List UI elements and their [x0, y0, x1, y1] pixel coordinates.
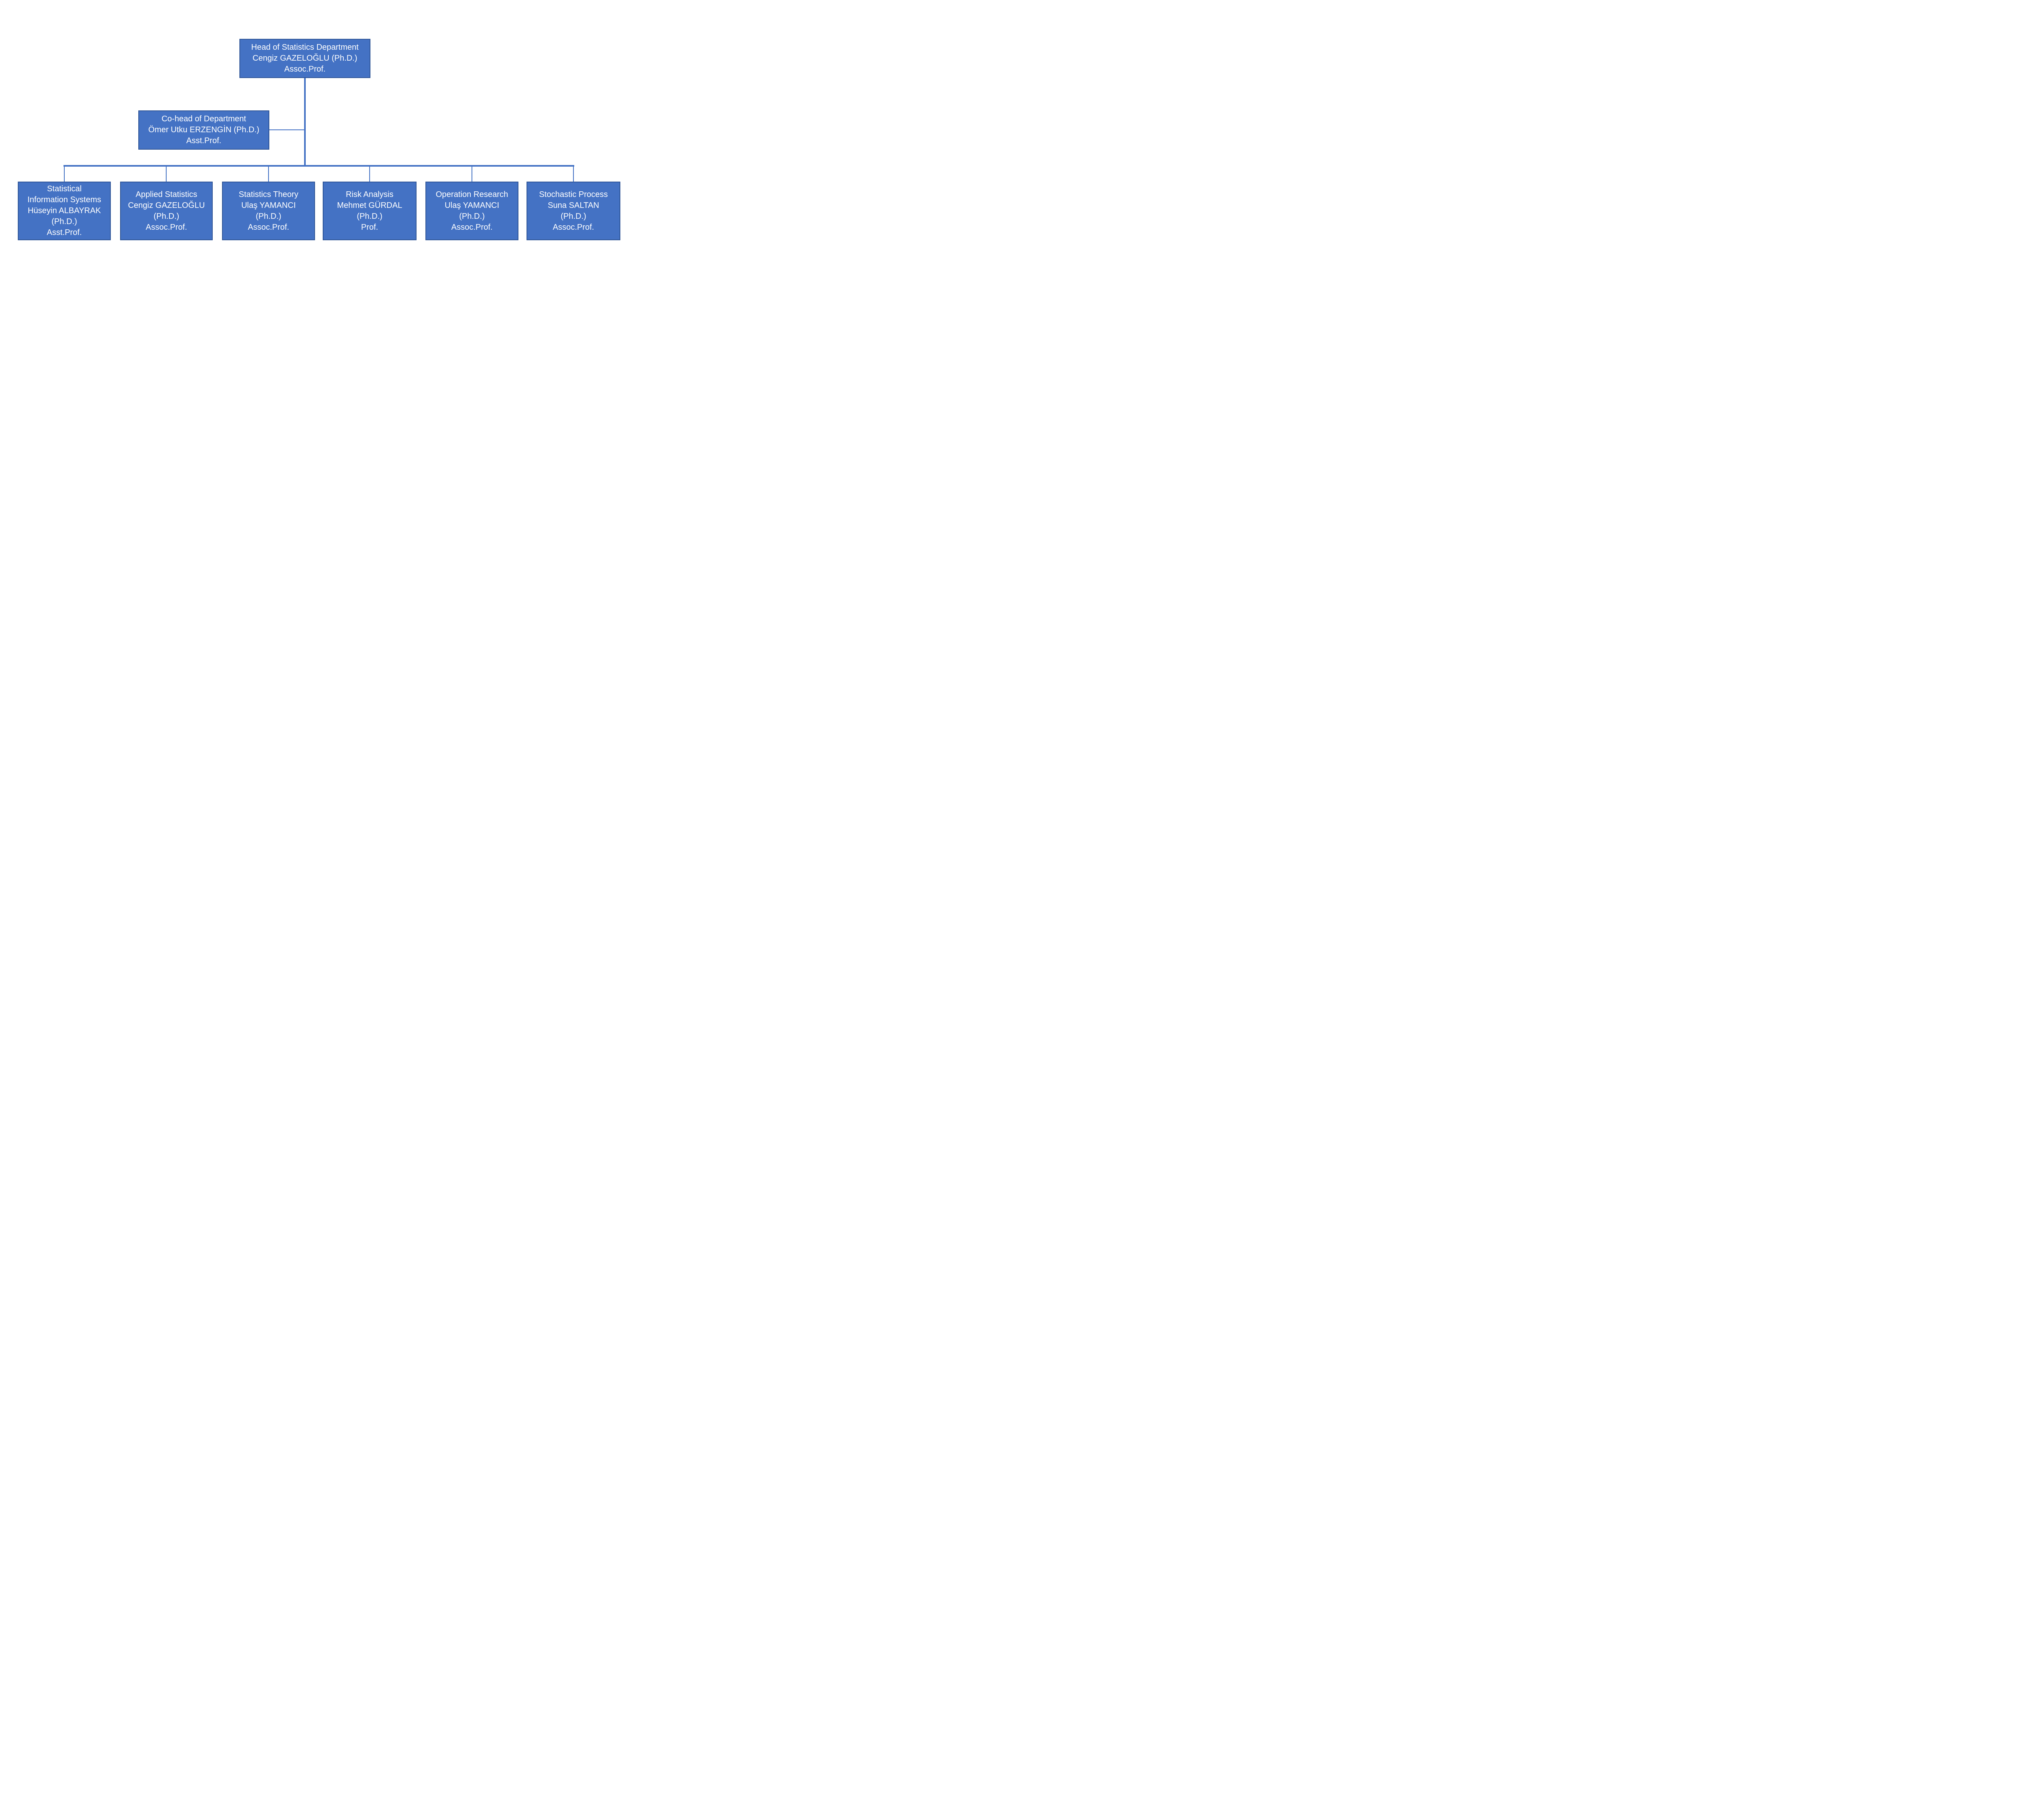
connector-head-vertical [304, 78, 306, 167]
connector-horizontal-rail [63, 165, 574, 167]
connector-stub-statistics-theory [268, 167, 269, 182]
connector-stub-risk-analysis [369, 167, 370, 182]
node-cohead-text: Co-head of Department Ömer Utku ERZENGİN… [148, 114, 260, 145]
connector-stub-statistical-information-systems [64, 167, 65, 182]
connector-stub-stochastic-process [573, 167, 574, 182]
node-head-of-department: Head of Statistics Department Cengiz GAZ… [239, 39, 370, 78]
node-branch-text: Risk Analysis Mehmet GÜRDAL (Ph.D.) Prof… [337, 190, 402, 232]
node-branch-statistics-theory: Statistics Theory Ulaş YAMANCI (Ph.D.) A… [222, 182, 315, 240]
node-branch-stochastic-process: Stochastic Process Suna SALTAN (Ph.D.) A… [527, 182, 620, 240]
connector-cohead-link [269, 129, 304, 130]
node-head-text: Head of Statistics Department Cengiz GAZ… [251, 43, 359, 74]
node-branch-operation-research: Operation Research Ulaş YAMANCI (Ph.D.) … [425, 182, 518, 240]
node-branch-text: Operation Research Ulaş YAMANCI (Ph.D.) … [436, 190, 508, 232]
node-branch-text: Statistical Information Systems Hüseyin … [27, 184, 102, 237]
node-branch-risk-analysis: Risk Analysis Mehmet GÜRDAL (Ph.D.) Prof… [323, 182, 417, 240]
node-co-head-of-department: Co-head of Department Ömer Utku ERZENGİN… [138, 110, 269, 150]
node-branch-text: Statistics Theory Ulaş YAMANCI (Ph.D.) A… [239, 190, 298, 232]
node-branch-statistical-information-systems: Statistical Information Systems Hüseyin … [18, 182, 111, 240]
node-branch-text: Applied Statistics Cengiz GAZELOĞLU (Ph.… [128, 190, 205, 232]
node-branch-text: Stochastic Process Suna SALTAN (Ph.D.) A… [539, 190, 608, 232]
org-chart-canvas: Head of Statistics Department Cengiz GAZ… [0, 0, 647, 364]
connector-stub-applied-statistics [166, 167, 167, 182]
node-branch-applied-statistics: Applied Statistics Cengiz GAZELOĞLU (Ph.… [120, 182, 213, 240]
